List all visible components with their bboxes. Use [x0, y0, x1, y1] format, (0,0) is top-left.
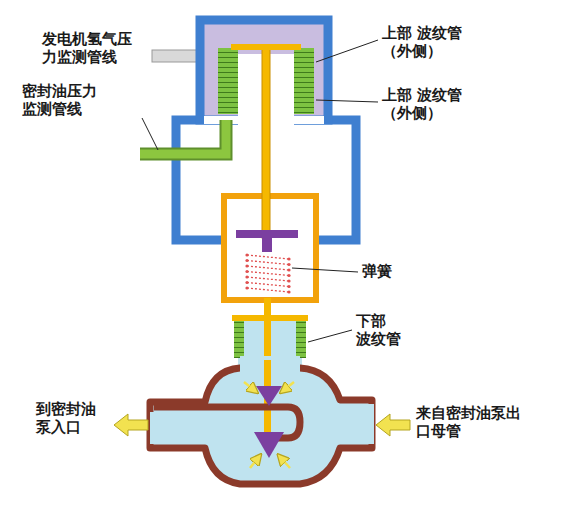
spring-dot	[245, 264, 248, 267]
pipe-open	[368, 404, 374, 444]
part-label: 上部 波纹管（外侧）	[382, 24, 502, 60]
spring-turn	[247, 283, 289, 287]
spring-turn	[247, 288, 289, 292]
spring-turn	[247, 255, 289, 259]
pipe-label: 发电机氢气压 力监测管线	[42, 30, 152, 66]
spring-dot	[245, 259, 248, 262]
flow-arrow	[250, 458, 258, 468]
spring-turn	[247, 277, 289, 281]
upper-bellows	[294, 48, 314, 114]
flow-arrow	[244, 382, 254, 390]
flow-label: 来自密封油泵出 口母管	[416, 404, 546, 440]
upper-valve-disc	[256, 386, 282, 406]
spring-dot	[287, 285, 290, 288]
lower-bellows	[296, 320, 306, 358]
outlet-arrow	[114, 414, 148, 436]
spring-dot	[287, 263, 290, 266]
seal-oil-pipe	[140, 120, 226, 154]
spring-dot	[245, 286, 248, 289]
flow-label: 到密封油 泵入口	[36, 400, 116, 436]
piston	[236, 230, 298, 238]
spring-dot	[287, 268, 290, 271]
upper-bellows	[218, 48, 238, 114]
spring-dot	[287, 274, 290, 277]
spring-dot	[287, 290, 290, 293]
seal-oil-pipe	[140, 120, 226, 154]
spring-dot	[245, 275, 248, 278]
spring-turn	[247, 261, 289, 265]
spring-turn	[247, 266, 289, 270]
part-label: 下部 波纹管	[356, 312, 426, 348]
pipe-label: 密封油压力 监测管线	[22, 82, 132, 118]
lower-valve-disc	[254, 432, 284, 458]
valve-stem	[262, 48, 270, 238]
spring-coil	[245, 253, 290, 293]
piston	[262, 238, 272, 252]
spring-dot	[287, 279, 290, 282]
flow-arrow	[284, 382, 294, 390]
part-label: 上部 波纹管（外侧）	[382, 86, 502, 122]
stem-plate	[231, 44, 301, 50]
spring-dot	[245, 253, 248, 256]
spring-dot	[245, 281, 248, 284]
spring-dot	[245, 270, 248, 273]
lower-bellows	[234, 320, 244, 358]
spring-turn	[247, 272, 289, 276]
spring-dot	[287, 257, 290, 260]
pipe-open	[150, 412, 154, 444]
flow-arrow	[281, 458, 290, 468]
leader-line	[142, 40, 378, 342]
hydrogen-pipe	[152, 50, 198, 62]
valve-body	[150, 368, 372, 484]
part-label: 弹簧	[362, 262, 422, 280]
inlet-arrow	[376, 414, 410, 436]
